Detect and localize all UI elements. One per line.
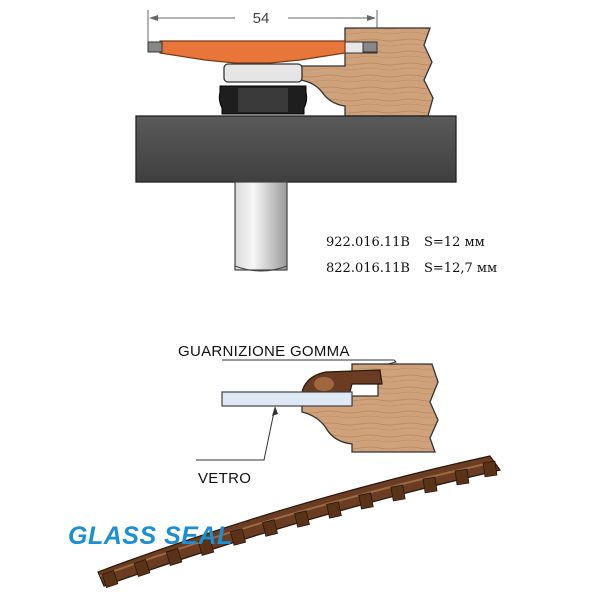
router-bit-diagram: 54	[135, 10, 457, 272]
gasket-label: GUARNIZIONE GOMMA	[178, 343, 350, 360]
gasket-strip	[97, 455, 502, 589]
brand-title: GLASS SEAL	[68, 522, 233, 550]
spec-code: 822.016.11B	[326, 261, 410, 276]
wood-workpiece-top	[299, 27, 434, 117]
cutter-plate	[159, 40, 346, 64]
router-table	[135, 115, 457, 183]
spec-code: 922.016.11B	[326, 235, 410, 250]
cutter-tip-left	[147, 41, 163, 53]
spec-list: 922.016.11B S=12 мм 822.016.11B S=12,7 м…	[326, 235, 497, 276]
dimension-value: 54	[253, 10, 270, 27]
router-shank	[234, 181, 288, 271]
gasket-strip-ribs	[101, 460, 498, 589]
glass-seal-section: GUARNIZIONE GOMMA VETRO	[178, 343, 439, 487]
spec-size: S=12 мм	[424, 235, 485, 250]
dimension-line: 54	[147, 10, 378, 46]
cutter-tip-right	[362, 41, 378, 53]
spec-size: S=12,7 мм	[424, 261, 497, 276]
glass-pane	[221, 391, 353, 407]
bearing-washer	[223, 63, 303, 83]
rubber-gasket	[301, 369, 383, 393]
glass-label: VETRO	[198, 470, 251, 487]
